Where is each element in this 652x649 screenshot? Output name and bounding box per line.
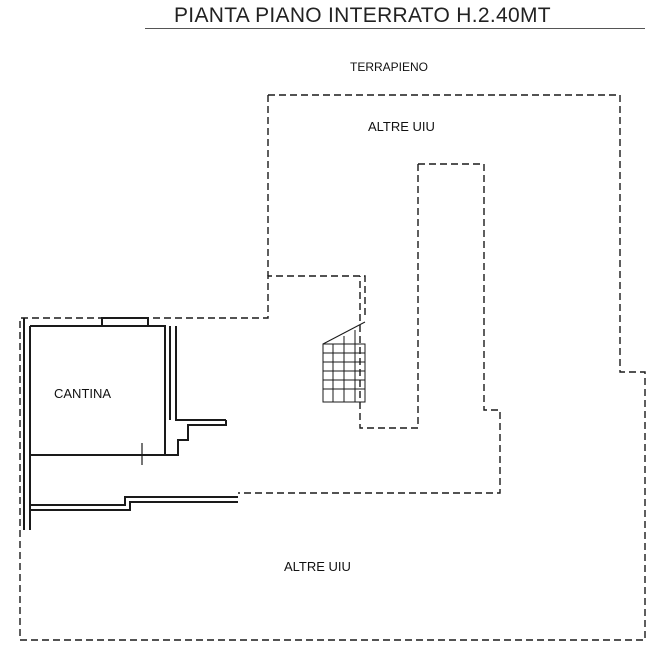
- corridor-inner-dashed: [359, 164, 419, 429]
- altre-uiu-bottom-label: ALTRE UIU: [284, 559, 351, 574]
- outer-boundary-dashed: [19, 94, 646, 641]
- cantina-label: CANTINA: [54, 386, 112, 401]
- stair-block: [322, 321, 366, 403]
- plan-title: PIANTA PIANO INTERRATO H.2.40MT: [174, 4, 551, 27]
- terrapieno-label: TERRAPIENO: [350, 60, 429, 74]
- altre-uiu-top-label: ALTRE UIU: [368, 119, 435, 134]
- cantina-walls: [23, 317, 238, 530]
- title-underline: [145, 28, 645, 29]
- corridor-dashed: [238, 163, 501, 494]
